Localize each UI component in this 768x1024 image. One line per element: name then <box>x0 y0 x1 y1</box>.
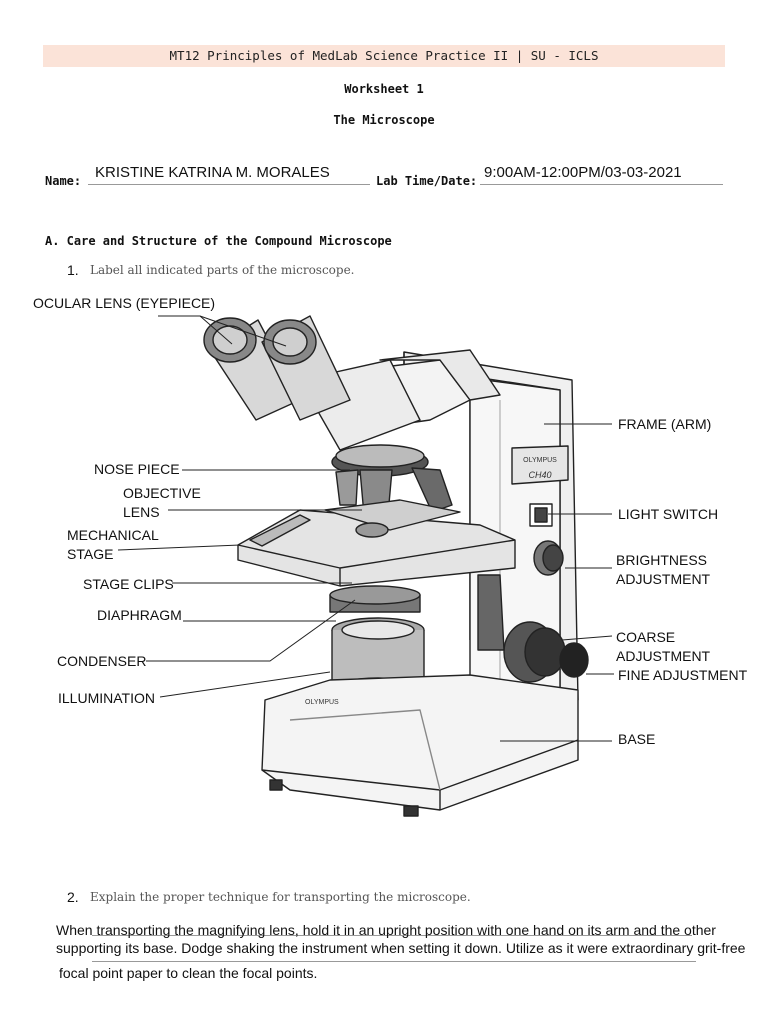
worksheet-title: Worksheet 1 <box>344 82 424 96</box>
label-nose-piece: NOSE PIECE <box>94 461 180 477</box>
leader-condenser <box>146 599 356 662</box>
label-mechanical-stage-2: STAGE <box>67 546 114 562</box>
microscope-illustration: OLYMPUS CH40 OLYMPUS <box>117 315 614 817</box>
label-objective-lens-1: OBJECTIVE <box>123 485 201 501</box>
header-bar <box>43 45 725 67</box>
label-brightness-2: ADJUSTMENT <box>616 571 711 587</box>
labtime-field[interactable]: 9:00AM-12:00PM/03-03-2021 <box>484 164 682 181</box>
name-underline <box>88 184 370 185</box>
q1-number: 1. <box>67 262 79 278</box>
label-diaphragm: DIAPHRAGM <box>97 607 182 623</box>
label-stage-clips: STAGE CLIPS <box>83 576 174 592</box>
worksheet-subtitle: The Microscope <box>333 113 435 127</box>
label-brightness-1: BRIGHTNESS <box>616 552 708 568</box>
answer-line-2[interactable]: supporting its base. Dodge shaking the i… <box>56 940 746 956</box>
label-condenser: CONDENSER <box>57 653 147 669</box>
labtime-underline <box>480 184 723 185</box>
base-brand-text: OLYMPUS <box>305 699 339 706</box>
label-frame-arm: FRAME (ARM) <box>618 416 712 432</box>
label-light-switch: LIGHT SWITCH <box>618 506 719 522</box>
section-a-heading: A. Care and Structure of the Compound Mi… <box>45 234 392 248</box>
answer-line-1[interactable]: When transporting the magnifying lens, h… <box>56 922 716 938</box>
name-field[interactable]: KRISTINE KATRINA M. MORALES <box>95 164 330 181</box>
label-coarse-1: COARSE <box>616 629 676 645</box>
answer-line-3[interactable]: focal point paper to clean the focal poi… <box>59 965 318 981</box>
leader-ocular-2 <box>199 315 287 347</box>
course-header: MT12 Principles of MedLab Science Practi… <box>169 48 599 63</box>
labtime-label: Lab Time/Date: <box>376 174 478 188</box>
label-objective-lens-2: LENS <box>123 504 160 520</box>
label-coarse-2: ADJUSTMENT <box>616 648 711 664</box>
q1-text: Label all indicated parts of the microsc… <box>90 263 355 277</box>
label-mechanical-stage-1: MECHANICAL <box>67 527 159 543</box>
label-base: BASE <box>618 731 656 747</box>
model-plate-text: CH40 <box>528 470 551 480</box>
brand-plate-text: OLYMPUS <box>523 457 557 464</box>
label-ocular-lens: OCULAR LENS (EYEPIECE) <box>33 295 216 311</box>
label-fine-adjustment: FINE ADJUSTMENT <box>618 667 748 683</box>
q2-text: Explain the proper technique for transpo… <box>90 890 471 904</box>
answer-underline-2 <box>92 961 696 962</box>
answer-underline-1 <box>92 935 692 936</box>
label-illumination: ILLUMINATION <box>58 690 155 706</box>
leader-coarse <box>561 635 613 641</box>
name-label: Name: <box>45 174 82 188</box>
leader-mechanical <box>117 544 241 551</box>
q2-number: 2. <box>67 889 79 905</box>
leader-illumination <box>159 671 331 698</box>
